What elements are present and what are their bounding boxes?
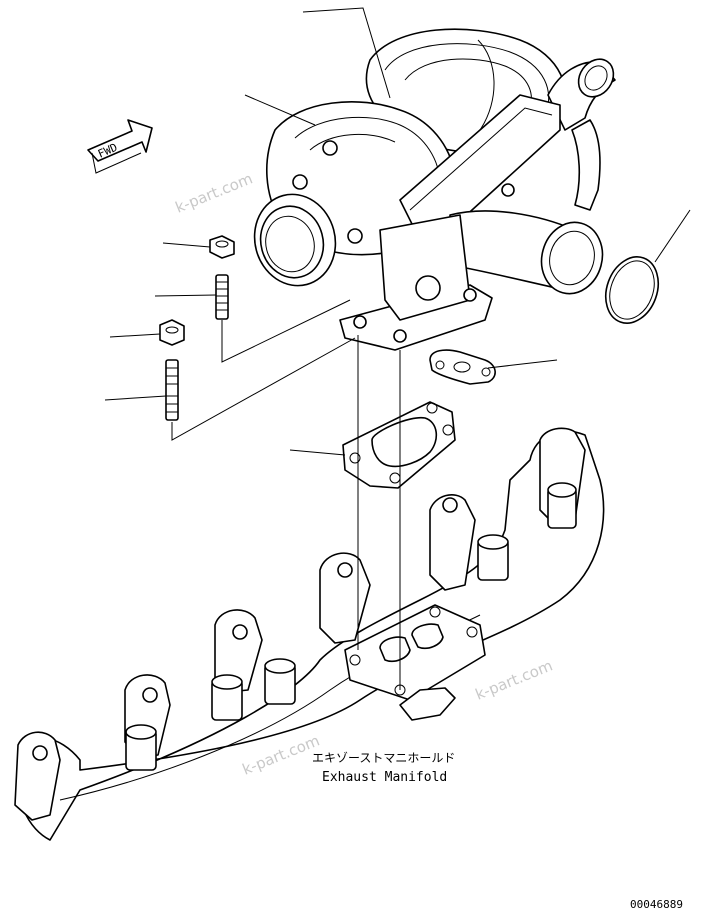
leader-line-turbo-top [302, 7, 391, 99]
fwd-label: FWD [96, 141, 119, 161]
turbocharger [253, 28, 616, 351]
stud-lower [165, 359, 179, 421]
caption-en: Exhaust Manifold [322, 770, 447, 785]
leader-line-stud-lower [104, 395, 167, 401]
caption-jp: エキゾーストマニホールド [312, 751, 455, 765]
leader-line-turbo [244, 94, 316, 126]
nut-upper [209, 235, 235, 259]
leader-line-o-ring [654, 209, 691, 263]
fwd-arrow-icon: FWD [87, 119, 153, 174]
leader-line-gasket [487, 359, 558, 369]
watermark-right: k-part.com [473, 656, 555, 703]
leader-line-manifold-gasket [289, 449, 346, 456]
nut-lower [159, 319, 185, 346]
exhaust-manifold [14, 427, 605, 841]
watermark-top: k-part.com [173, 169, 255, 216]
drawing-code: 00046889 [630, 898, 683, 911]
stud-upper [215, 274, 229, 320]
leader-line-nut-upper [162, 242, 211, 248]
leader-line-stud-upper [154, 294, 217, 297]
leader-line-nut-lower [109, 333, 161, 338]
small-gasket [429, 349, 496, 385]
o-ring [604, 256, 660, 324]
manifold-gasket [342, 401, 456, 489]
